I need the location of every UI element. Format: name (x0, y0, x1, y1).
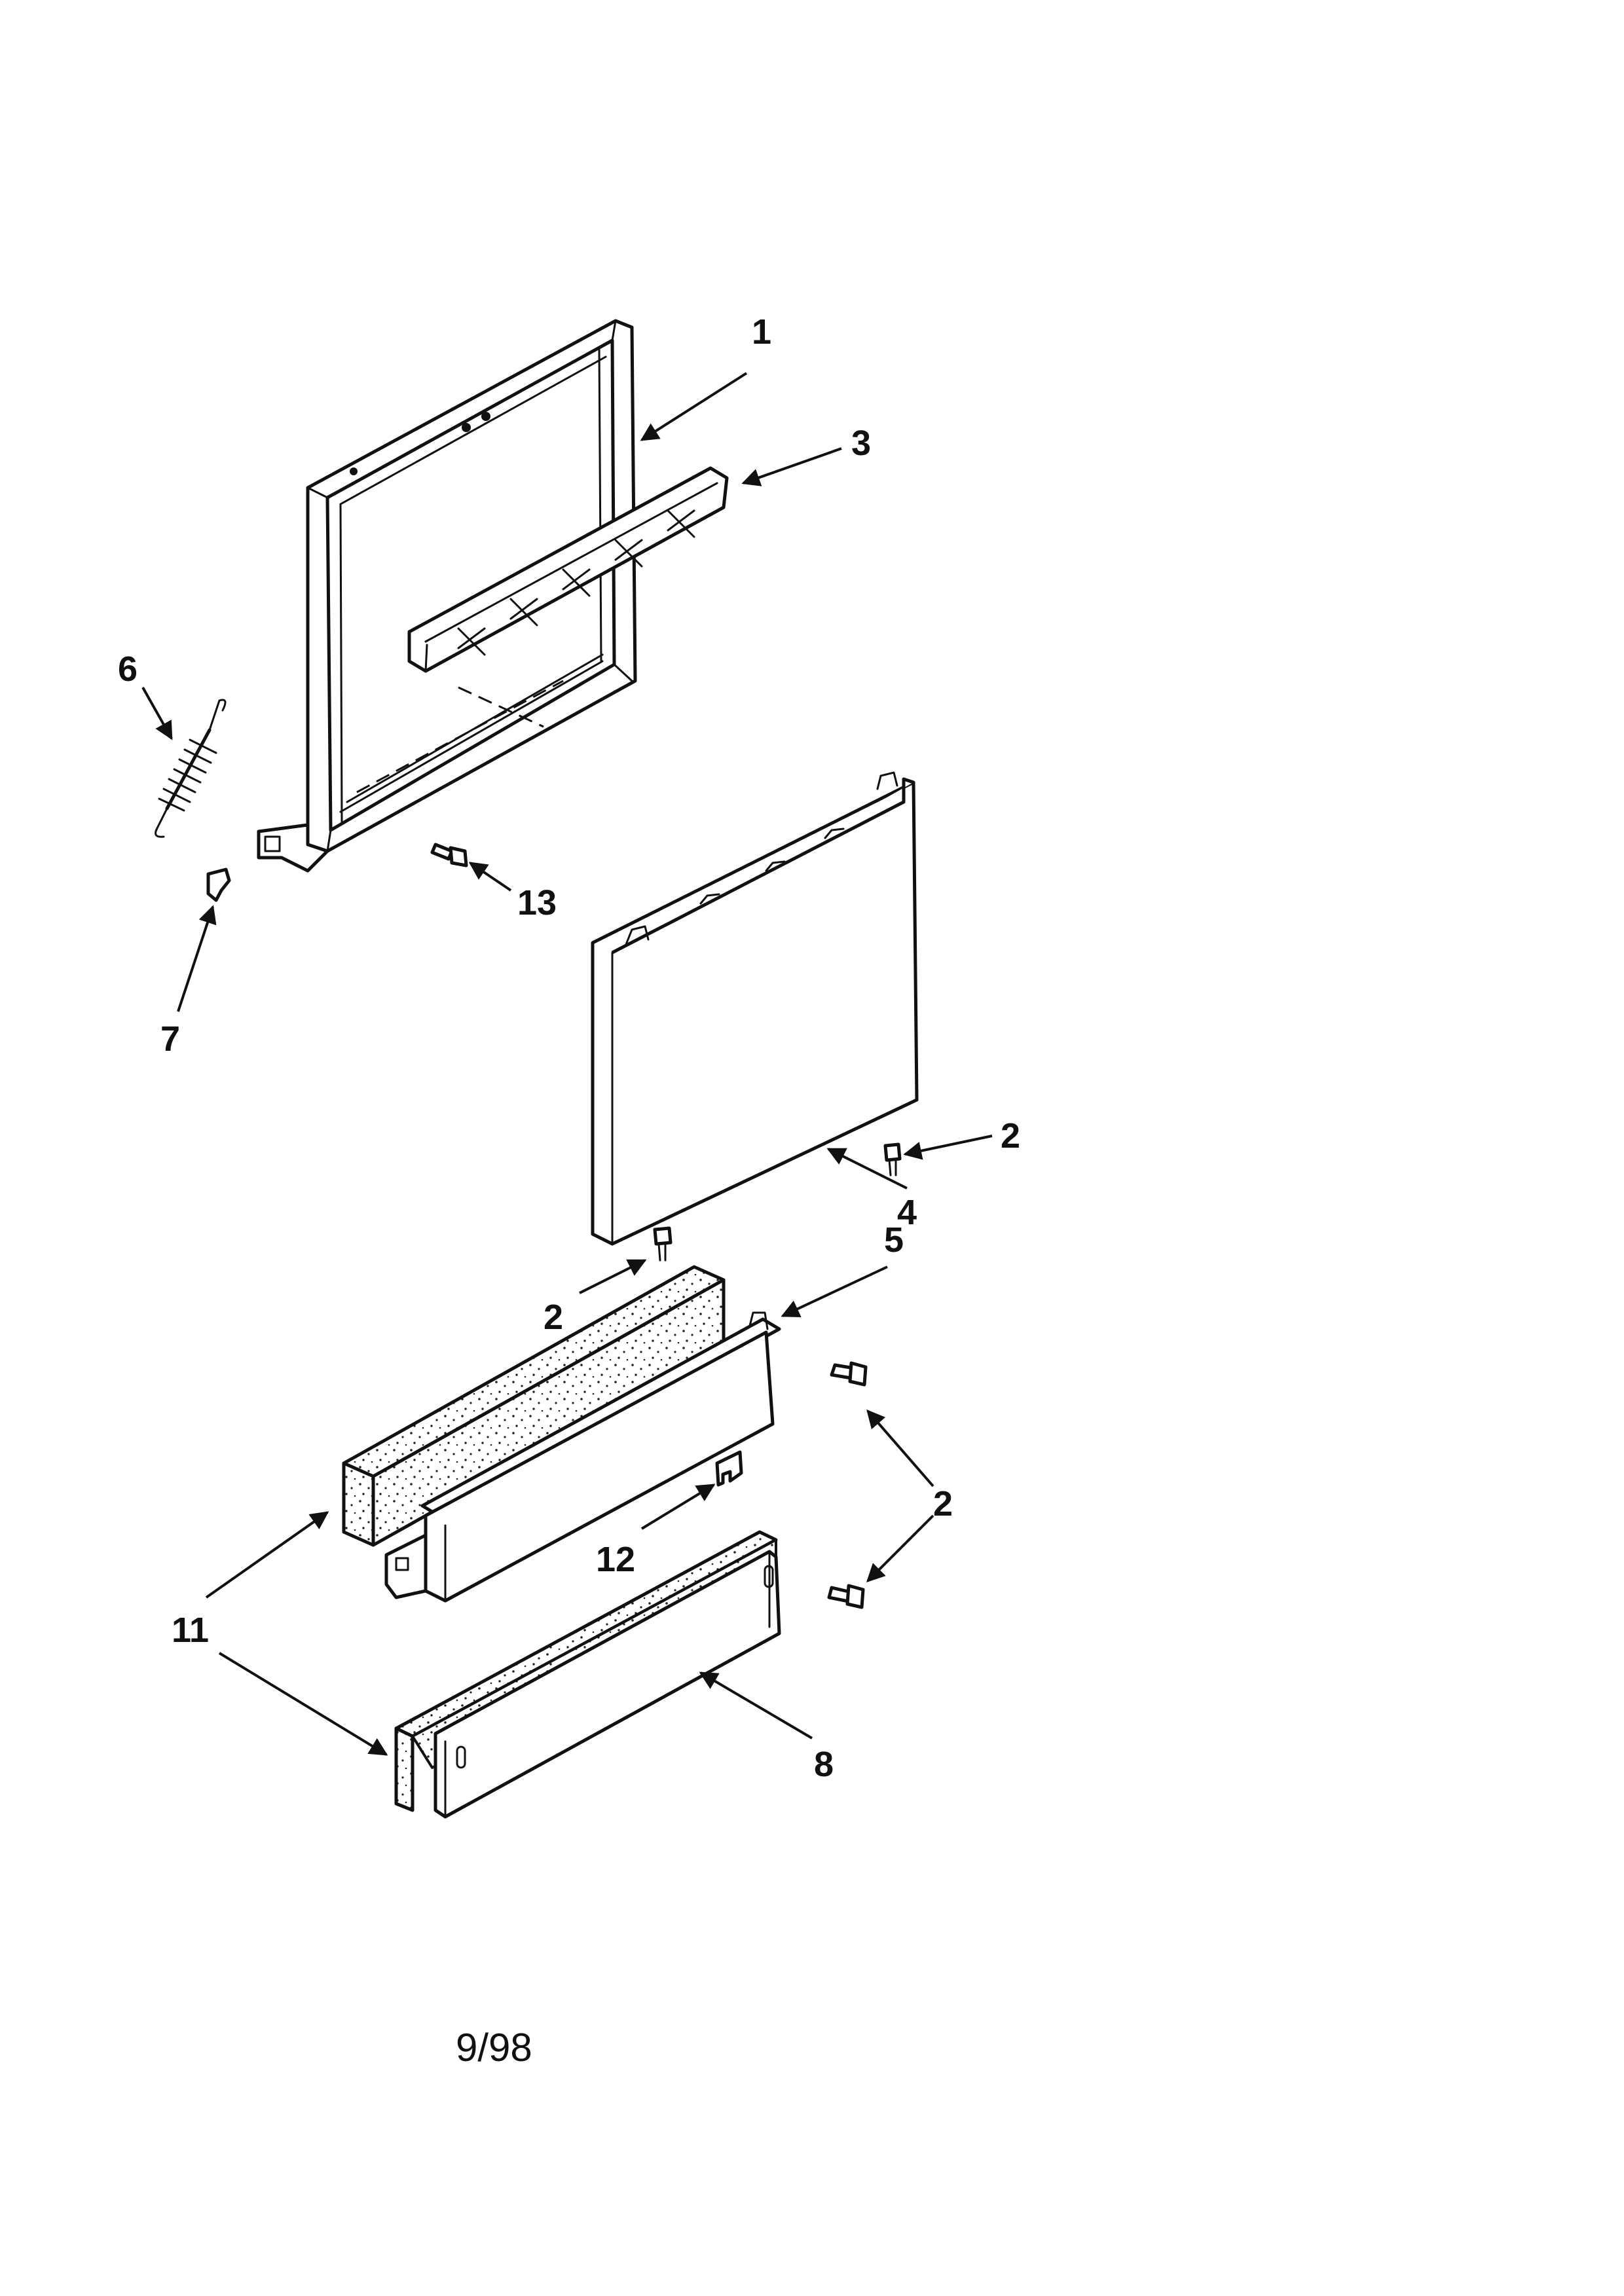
revision-date: 9/98 (456, 2026, 532, 2069)
leader-3 (741, 447, 842, 486)
leader-12 (640, 1484, 716, 1530)
leader-4 (826, 1148, 908, 1190)
callout-13: 13 (517, 883, 557, 922)
callout-3: 3 (851, 424, 871, 463)
toe-panel-screw-upper (830, 1361, 868, 1387)
leader-11-lower (218, 1652, 388, 1756)
leader-13 (468, 862, 512, 892)
leader-lines (141, 372, 993, 1756)
leader-7 (177, 905, 217, 1012)
callout-2-toe: 2 (933, 1484, 953, 1523)
toe-panel-part (384, 1311, 781, 1603)
callout-labels: 1 3 6 13 7 2 4 5 2 2 12 11 8 (118, 312, 1020, 1784)
callout-4: 4 (897, 1193, 917, 1232)
leader-8 (699, 1671, 813, 1740)
callout-6: 6 (118, 649, 138, 689)
leader-2-panel-right (903, 1135, 993, 1160)
leader-2-toe-upper (866, 1409, 934, 1487)
leader-5 (781, 1266, 888, 1317)
callout-2-panel-bottom: 2 (544, 1298, 563, 1337)
leader-11-upper (205, 1511, 329, 1599)
door-spring-part (155, 699, 227, 838)
door-panel-part (591, 771, 919, 1246)
callout-12: 12 (596, 1540, 635, 1579)
frame-screw-part (430, 843, 468, 867)
toe-panel-screw-lower (827, 1584, 865, 1609)
callout-8: 8 (814, 1745, 834, 1784)
callout-2-panel-right: 2 (1001, 1116, 1020, 1156)
leader-6 (141, 687, 173, 740)
leader-1 (640, 372, 748, 441)
insulation-block-upper (342, 1265, 726, 1547)
callout-1: 1 (752, 312, 771, 352)
callout-5: 5 (884, 1220, 904, 1260)
panel-screw-right (883, 1142, 902, 1176)
leader-2-panel-bottom (579, 1259, 647, 1294)
clip-part (206, 867, 231, 902)
panel-screw-bottom (653, 1226, 673, 1262)
leader-2-toe-lower (866, 1514, 934, 1582)
callout-11: 11 (172, 1611, 209, 1650)
door-frame-part (257, 319, 637, 873)
rack-rail-part (407, 466, 729, 728)
callout-7: 7 (160, 1019, 180, 1059)
retainer-clip-part (715, 1450, 743, 1487)
kick-plate-part (434, 1550, 781, 1819)
